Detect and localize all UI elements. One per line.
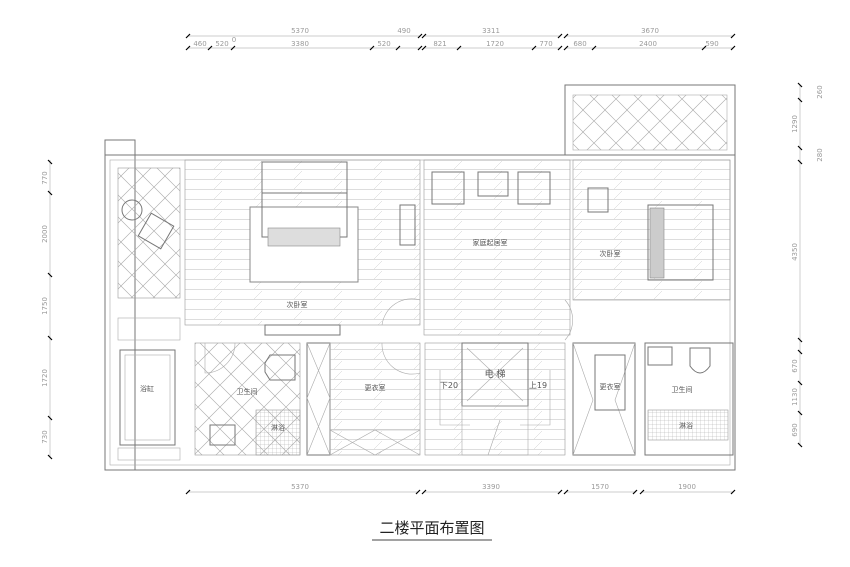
dim-label: 1290 [791,115,799,133]
armchair [517,171,551,205]
dim-label: 1720 [486,40,504,48]
label-dressing-right: 更衣室 [600,382,621,391]
dim-label: 4350 [791,243,799,261]
dim-label: 3390 [482,483,500,491]
room-dressing-right [572,342,636,456]
dimension-top: 5370 490 3311 3670 460 520 0 3380 520 82… [185,27,736,51]
label-bathroom-left: 卫生间 [237,387,258,396]
stairs [461,405,529,456]
label-stair-up: 上19 [529,381,547,390]
dim-label: 3311 [482,27,500,35]
dim-label: 730 [41,430,49,443]
dim-label: 1570 [591,483,609,491]
dim-label: 2000 [41,225,49,243]
dim-label: 260 [816,85,824,98]
bed-second [647,204,714,281]
dim-label: 1130 [791,388,799,406]
dim-label: 520 [215,40,228,48]
dim-label: 690 [791,423,799,436]
dim-label: 1900 [678,483,696,491]
shower-left [255,409,301,456]
dimension-right: 260 1290 280 4350 670 1130 690 [791,82,824,448]
drawing-title: 二楼平面布置图 [379,519,484,537]
dim-label: 770 [539,40,552,48]
dim-label: 670 [791,359,799,372]
label-second-bedroom: 次卧室 [600,249,621,258]
dim-label: 2400 [639,40,657,48]
label-elevator: 电 梯 [485,368,506,380]
dim-label: 5370 [291,27,309,35]
building [104,84,736,471]
shower-right [647,409,729,441]
label-master-bedroom: 次卧室 [287,300,308,309]
dim-label: 5370 [291,483,309,491]
room-living [423,159,571,336]
balcony-table [121,199,143,221]
label-living-room: 家庭起居室 [473,238,508,247]
label-dressing-left: 更衣室 [365,383,386,392]
dim-label: 490 [397,27,410,35]
dim-label: 590 [705,40,718,48]
room-dressing-left [329,342,421,456]
dim-label: 280 [816,148,824,161]
dim-label: 680 [573,40,586,48]
dim-label: 520 [377,40,390,48]
dim-label: 770 [41,171,49,184]
label-shower-right: 淋浴 [679,421,693,430]
armchair [431,171,465,205]
dim-label: 0 [232,36,236,44]
balcony-left [117,167,181,299]
label-bathroom-right: 卫生间 [672,385,693,394]
dimension-left: 770 2000 1750 1720 730 [41,159,53,460]
label-shower-left: 淋浴 [271,423,285,432]
dim-label: 3670 [641,27,659,35]
side-table [477,171,509,197]
room-labels: 次卧室 家庭起居室 次卧室 卫生间 浴缸 淋浴 更衣室 电 梯 下20 上19 … [140,238,693,432]
dim-label: 1750 [41,297,49,315]
dim-label: 821 [433,40,446,48]
dim-label: 1720 [41,369,49,387]
label-stair-down: 下20 [440,381,458,390]
label-bathtub: 浴缸 [140,384,154,393]
toilet [264,354,296,381]
sink [209,424,236,446]
dimension-bottom: 5370 3390 1570 1900 [185,483,736,495]
room-bathroom-right [644,342,734,456]
bathtub [119,349,176,446]
dim-label: 3380 [291,40,309,48]
dim-label: 460 [193,40,206,48]
